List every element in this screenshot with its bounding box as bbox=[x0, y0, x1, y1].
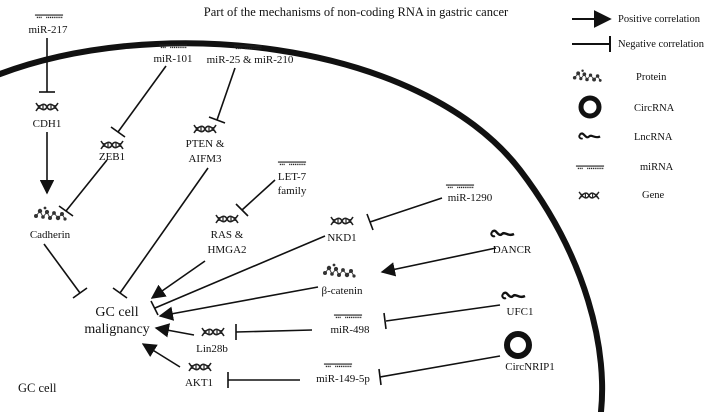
edge-ufc1-mir498 bbox=[385, 304, 501, 322]
node-mir25-mir210: miR-25 & miR-210 bbox=[207, 54, 294, 66]
inhibition-bar-cadherin bbox=[58, 205, 74, 217]
node-pten: PTEN & bbox=[186, 138, 225, 150]
legend-positive: Positive correlation bbox=[618, 14, 701, 25]
node-gc-cell: GC cell bbox=[95, 305, 138, 320]
legend-protein: Protein bbox=[636, 72, 667, 83]
gene-icon bbox=[201, 327, 225, 337]
inhibition-bar-nkd1 bbox=[366, 213, 374, 231]
legend-gene: Gene bbox=[642, 190, 664, 201]
edge-mir101-zeb1 bbox=[117, 65, 167, 133]
protein-icon bbox=[322, 263, 356, 279]
edge-zeb1-cadherin bbox=[65, 159, 108, 212]
mirna-icon bbox=[445, 184, 475, 189]
node-akt1: AKT1 bbox=[185, 377, 213, 389]
node-let7-family: family bbox=[278, 185, 307, 197]
node-gc-malignancy: malignancy bbox=[84, 322, 149, 337]
cell-label: GC cell bbox=[18, 381, 57, 395]
inhibition-bar-gc-2 bbox=[72, 287, 88, 299]
inhibition-bar-pten bbox=[208, 116, 226, 124]
gene-icon bbox=[215, 214, 239, 224]
edge-lin28b-gc bbox=[154, 323, 195, 338]
node-mir498: miR-498 bbox=[330, 324, 370, 336]
legend: Positive correlation Negative correlatio… bbox=[572, 10, 705, 201]
edge-dancr-bcatenin bbox=[380, 247, 497, 277]
gene-icon bbox=[330, 216, 354, 226]
node-bcatenin: β-catenin bbox=[321, 285, 363, 297]
circrna-icon bbox=[578, 95, 602, 119]
edge-pten-gc bbox=[119, 167, 209, 294]
cell-membrane bbox=[0, 40, 606, 417]
legend-lncrna: LncRNA bbox=[634, 132, 673, 143]
node-circnrip1: CircNRIP1 bbox=[505, 361, 555, 373]
node-mir101: miR-101 bbox=[153, 53, 192, 65]
legend-circrna: CircRNA bbox=[634, 103, 675, 114]
gene-icon bbox=[100, 140, 124, 150]
lncrna-icon bbox=[490, 229, 516, 238]
mirna-icon bbox=[333, 314, 363, 319]
edge-mir1290-nkd1 bbox=[369, 197, 443, 223]
node-mir217: miR-217 bbox=[28, 24, 68, 36]
node-aifm3: AIFM3 bbox=[188, 153, 222, 165]
gene-icon bbox=[188, 362, 212, 372]
inhibition-bar-ras bbox=[235, 203, 249, 217]
circrna-icon bbox=[504, 331, 532, 359]
node-nkd1: NKD1 bbox=[327, 232, 356, 244]
edge-cadherin-gc bbox=[43, 243, 81, 294]
node-ufc1: UFC1 bbox=[507, 306, 534, 318]
node-mir149: miR-149-5p bbox=[316, 373, 370, 385]
protein-icon bbox=[572, 69, 602, 83]
edge-mir498-lin28b bbox=[235, 329, 313, 333]
node-cadherin: Cadherin bbox=[30, 229, 71, 241]
node-dancr: DANCR bbox=[493, 244, 532, 256]
edge-let7-ras bbox=[241, 179, 276, 211]
gene-icon bbox=[35, 102, 59, 112]
edge-circnrip1-mir149 bbox=[379, 355, 501, 378]
legend-negative: Negative correlation bbox=[618, 39, 705, 50]
node-hmga2: HMGA2 bbox=[207, 244, 246, 256]
node-let7: LET-7 bbox=[278, 171, 307, 183]
inhibition-bar-zeb1 bbox=[110, 126, 126, 138]
node-lin28b: Lin28b bbox=[196, 343, 228, 355]
mirna-icon bbox=[277, 161, 307, 166]
gene-icon bbox=[193, 124, 217, 134]
diagram-title: Part of the mechanisms of non-coding RNA… bbox=[204, 5, 509, 19]
node-mir1290: miR-1290 bbox=[448, 192, 493, 204]
legend-mirna: miRNA bbox=[640, 162, 674, 173]
edge-ras-gc bbox=[150, 260, 206, 299]
inhibition-bar-gc-1 bbox=[112, 287, 128, 299]
edge-bcatenin-gc bbox=[158, 286, 319, 321]
mirna-icon bbox=[575, 165, 605, 170]
edge-akt1-gc bbox=[141, 343, 181, 368]
lncrna-icon bbox=[578, 132, 602, 140]
edge-nkd1-gc bbox=[154, 235, 326, 309]
inhibition-bar-mir149 bbox=[378, 368, 382, 386]
inhibition-bar-mir498 bbox=[383, 312, 387, 330]
node-cdh1: CDH1 bbox=[33, 118, 62, 130]
gene-icon bbox=[578, 191, 600, 200]
node-zeb1: ZEB1 bbox=[99, 151, 125, 163]
mirna-icon bbox=[34, 14, 64, 19]
lncrna-icon bbox=[501, 291, 527, 300]
inhibition-bar-gc-3 bbox=[150, 300, 159, 316]
mirna-icon bbox=[323, 363, 353, 368]
node-ras: RAS & bbox=[211, 229, 244, 241]
edge-mir25-pten bbox=[216, 67, 236, 121]
